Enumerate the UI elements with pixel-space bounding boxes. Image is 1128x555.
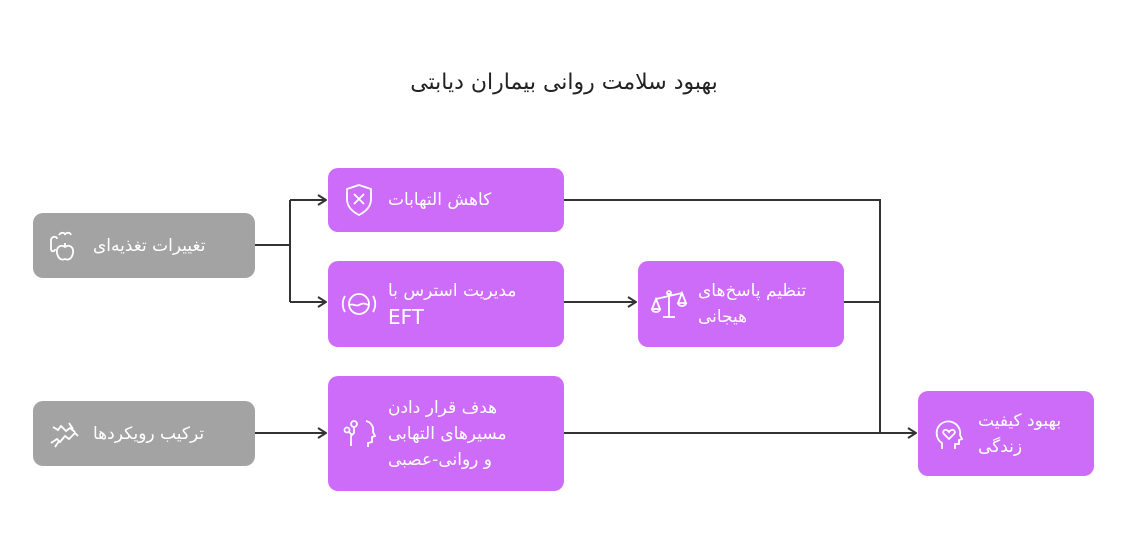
node-emotional: تنظیم پاسخ‌های هیجانی	[638, 261, 844, 347]
node-nutrition: تغییرات تغذیه‌ای	[33, 213, 255, 278]
node-combine-label: ترکیب رویکردها	[93, 423, 205, 444]
connector-nutrition	[255, 200, 291, 302]
node-quality-line1: بهبود کیفیت	[978, 410, 1062, 431]
node-stress-label: مدیریت استرس با EFT	[388, 278, 517, 330]
node-inflammation: کاهش التهابات	[328, 168, 564, 232]
heart-head-icon	[930, 415, 968, 453]
apple-icon	[45, 227, 83, 265]
node-quality-line2: زندگی	[978, 436, 1023, 457]
node-emotional-line1: تنظیم پاسخ‌های	[698, 281, 807, 301]
node-stress: مدیریت استرس با EFT	[328, 261, 564, 347]
scale-icon	[650, 285, 688, 323]
node-emotional-line2: هیجانی	[698, 307, 748, 327]
connector-inflammation	[564, 199, 881, 433]
node-pathways-line2: مسیرهای التهابی	[388, 423, 507, 444]
node-stress-line2: EFT	[388, 305, 425, 329]
node-nutrition-label: تغییرات تغذیه‌ای	[93, 235, 206, 256]
calm-face-icon	[340, 285, 378, 323]
node-quality-label: بهبود کیفیت زندگی	[978, 408, 1061, 460]
node-combine: ترکیب رویکردها	[33, 401, 255, 466]
head-icon	[340, 415, 378, 453]
node-inflammation-label: کاهش التهابات	[388, 190, 492, 210]
shield-x-icon	[340, 181, 378, 219]
diagram-title: بهبود سلامت روانی بیماران دیابتی	[410, 70, 718, 95]
node-pathways: هدف قرار دادن مسیرهای التهابی و روانی-عص…	[328, 376, 564, 491]
node-pathways-label: هدف قرار دادن مسیرهای التهابی و روانی-عص…	[388, 395, 507, 473]
node-quality: بهبود کیفیت زندگی	[918, 391, 1094, 476]
node-stress-line1: مدیریت استرس با	[388, 281, 517, 301]
node-emotional-label: تنظیم پاسخ‌های هیجانی	[698, 278, 806, 330]
node-pathways-line1: هدف قرار دادن	[388, 397, 498, 418]
node-pathways-line3: و روانی-عصبی	[388, 449, 492, 470]
puzzle-icon	[45, 415, 83, 453]
